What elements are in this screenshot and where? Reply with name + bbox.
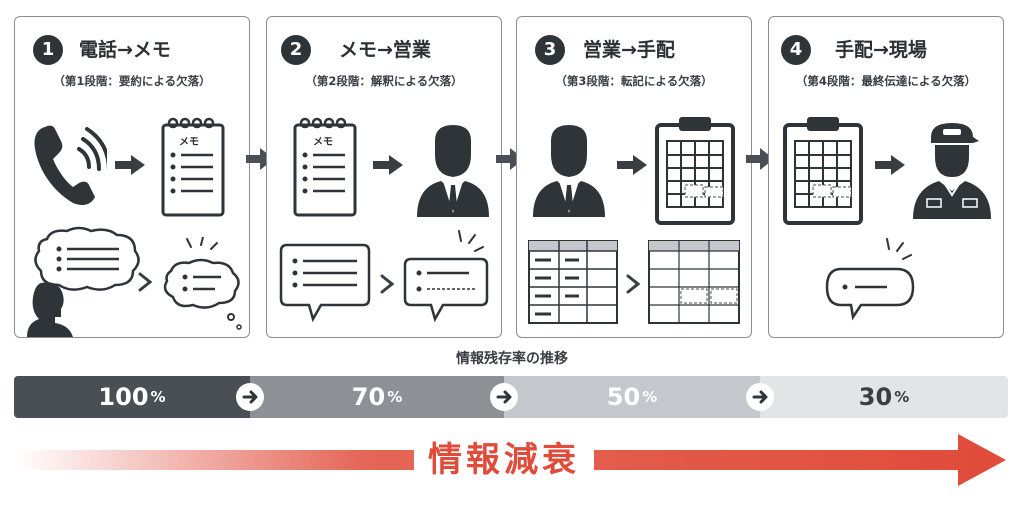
stage-4-number: 4 <box>781 35 811 65</box>
retention-value-2: 70 <box>351 383 386 411</box>
retention-node <box>236 383 264 411</box>
table-icon <box>648 240 740 324</box>
retention-segment-4: 30% <box>760 376 1008 418</box>
person-icon <box>27 282 73 337</box>
retention-unit: % <box>387 388 403 406</box>
retention-unit: % <box>642 388 658 406</box>
chevron-right-icon <box>626 274 641 294</box>
retention-node <box>490 383 518 411</box>
person-icon <box>417 125 489 217</box>
chevron-right-icon <box>380 274 395 294</box>
arrow-right-icon <box>242 390 258 404</box>
memo-label: メモ <box>313 137 333 148</box>
stage-3-number: 3 <box>535 35 565 65</box>
arrow-right-icon <box>752 390 768 404</box>
retention-caption: 情報残存率の推移 <box>456 351 568 367</box>
retention-segment-3: 50% <box>504 376 760 418</box>
table-icon <box>528 240 618 324</box>
retention-unit: % <box>150 388 166 406</box>
stage-4-subtitle: （第4段階：最終伝達による欠落） <box>795 74 977 88</box>
retention-value-4: 30 <box>858 383 893 411</box>
clipboard-icon <box>783 117 863 225</box>
arrow-right-icon <box>875 155 905 175</box>
decay-label: 情報減衰 <box>414 432 594 488</box>
retention-node <box>746 383 774 411</box>
retention-value-1: 100 <box>98 383 149 411</box>
stage-1-subtitle: （第1段階：要約による欠落） <box>53 74 211 88</box>
speech-bubble-icon <box>34 226 140 291</box>
memo-icon <box>293 117 357 217</box>
arrow-right-icon <box>617 155 647 175</box>
stage-3-subtitle: （第3段階：転記による欠落） <box>555 74 713 88</box>
retention-segment-2: 70% <box>250 376 504 418</box>
speech-bubble-icon <box>163 237 242 330</box>
stage-3-title: 営業→手配 <box>583 39 675 61</box>
retention-unit: % <box>894 388 910 406</box>
speech-bubble-icon <box>825 238 915 321</box>
clipboard-icon <box>655 117 735 225</box>
arrow-right-icon <box>496 390 512 404</box>
retention-value-3: 50 <box>606 383 641 411</box>
speech-bubble-icon <box>279 243 371 323</box>
memo-label: メモ <box>179 137 199 148</box>
speech-bubble-icon <box>403 230 489 323</box>
stage-2-panel: 2 メモ→営業 （第2段階：解釈による欠落） メモ <box>266 16 502 338</box>
retention-segment-1: 100% <box>14 376 250 418</box>
arrow-right-icon <box>373 155 403 175</box>
stage-2-subtitle: （第2段階：解釈による欠落） <box>305 74 463 88</box>
stage-1-number: 1 <box>33 35 63 65</box>
stage-4-panel: 4 手配→現場 （第4段階：最終伝達による欠落） <box>768 16 1004 338</box>
phone-icon <box>34 125 107 205</box>
arrow-right-icon <box>746 148 774 170</box>
stage-4-title: 手配→現場 <box>835 39 927 61</box>
stage-2-title: メモ→営業 <box>339 39 431 61</box>
stage-3-panel: 3 営業→手配 （第3段階：転記による欠落） <box>516 16 752 338</box>
chevron-right-icon <box>138 272 153 292</box>
person-icon <box>533 125 605 217</box>
stage-1-title: 電話→メモ <box>79 39 171 61</box>
stage-1-panel: 1 電話→メモ （第1段階：要約による欠落） メモ <box>14 16 250 338</box>
worker-icon <box>913 123 991 219</box>
memo-icon <box>161 117 225 217</box>
stage-2-number: 2 <box>281 35 311 65</box>
arrow-right-icon <box>115 155 145 175</box>
